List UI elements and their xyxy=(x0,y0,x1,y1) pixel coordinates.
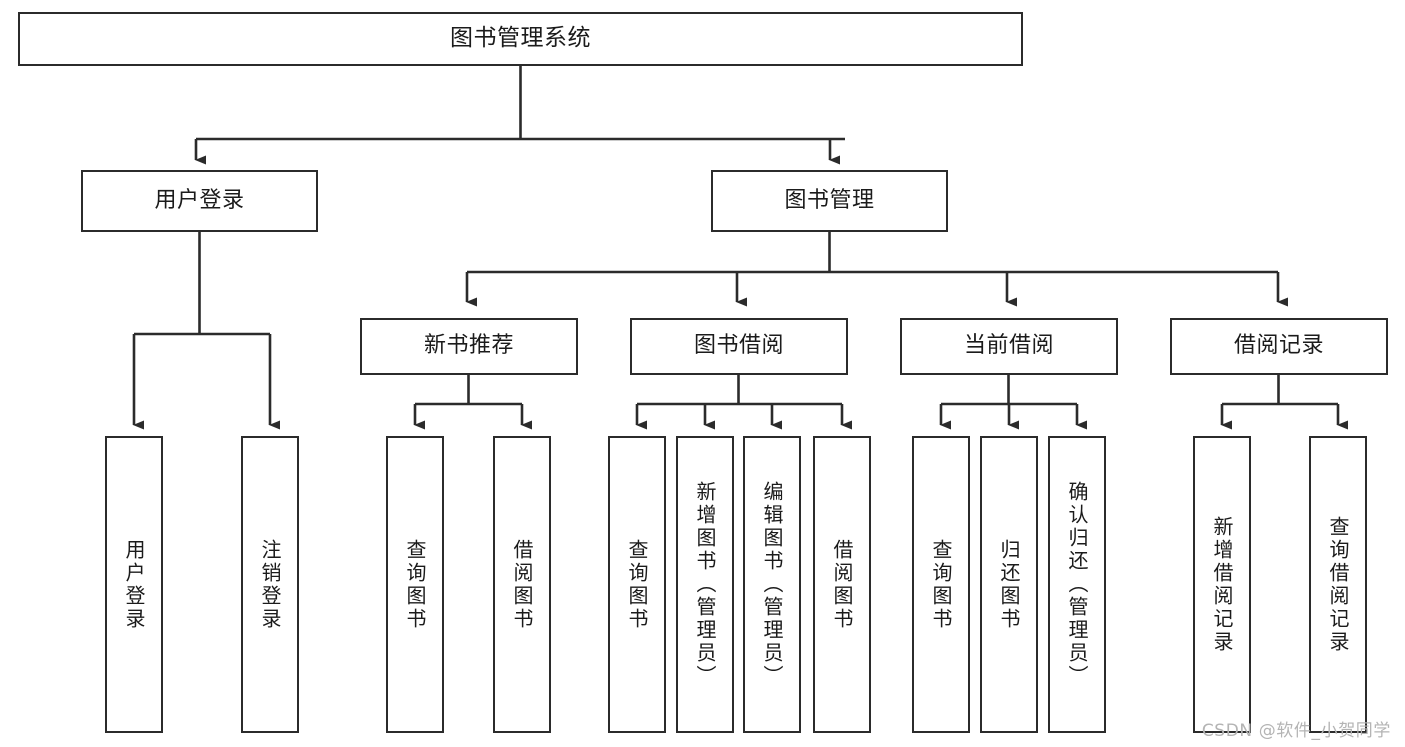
node-leaf-recommend-borrow-book[interactable]: 借阅图书 xyxy=(493,436,551,733)
node-leaf-query-borrow-record[interactable]: 查询借阅记录 xyxy=(1309,436,1367,733)
csdn-watermark: CSDN @软件_小贺同学 xyxy=(1201,721,1391,741)
node-leaf-recommend-borrow-book-label: 借阅图书 xyxy=(510,538,534,631)
node-leaf-recommend-query-book[interactable]: 查询图书 xyxy=(386,436,444,733)
node-borrow-record[interactable]: 借阅记录 xyxy=(1170,318,1388,375)
node-book-borrow-label: 图书借阅 xyxy=(693,333,784,359)
node-leaf-confirm-return-admin-label: 确认归还（管理员） xyxy=(1065,481,1089,688)
node-user-login[interactable]: 用户登录 xyxy=(81,170,318,232)
node-leaf-borrow-lend-book[interactable]: 借阅图书 xyxy=(813,436,871,733)
node-current-borrow[interactable]: 当前借阅 xyxy=(900,318,1118,375)
node-current-borrow-label: 当前借阅 xyxy=(963,333,1054,359)
node-leaf-user-logout-label: 注销登录 xyxy=(258,538,282,631)
node-leaf-current-query-book-label: 查询图书 xyxy=(929,538,953,631)
node-leaf-confirm-return-admin[interactable]: 确认归还（管理员） xyxy=(1048,436,1106,733)
node-leaf-current-query-book[interactable]: 查询图书 xyxy=(912,436,970,733)
node-leaf-add-book-admin[interactable]: 新增图书（管理员） xyxy=(676,436,734,733)
node-new-book-recommend[interactable]: 新书推荐 xyxy=(360,318,578,375)
node-leaf-borrow-query-book-label: 查询图书 xyxy=(625,538,649,631)
node-leaf-recommend-query-book-label: 查询图书 xyxy=(403,538,427,631)
node-leaf-edit-book-admin-label: 编辑图书（管理员） xyxy=(760,481,784,688)
node-leaf-query-borrow-record-label: 查询借阅记录 xyxy=(1326,515,1350,654)
node-root[interactable]: 图书管理系统 xyxy=(18,12,1023,66)
node-leaf-edit-book-admin[interactable]: 编辑图书（管理员） xyxy=(743,436,801,733)
node-leaf-add-borrow-record[interactable]: 新增借阅记录 xyxy=(1193,436,1251,733)
node-borrow-record-label: 借阅记录 xyxy=(1233,333,1324,359)
node-leaf-borrow-query-book[interactable]: 查询图书 xyxy=(608,436,666,733)
node-leaf-return-book[interactable]: 归还图书 xyxy=(980,436,1038,733)
node-new-book-recommend-label: 新书推荐 xyxy=(423,333,514,359)
node-leaf-user-login[interactable]: 用户登录 xyxy=(105,436,163,733)
node-leaf-user-logout[interactable]: 注销登录 xyxy=(241,436,299,733)
node-root-label: 图书管理系统 xyxy=(450,25,591,52)
node-leaf-return-book-label: 归还图书 xyxy=(997,538,1021,631)
node-book-manage[interactable]: 图书管理 xyxy=(711,170,948,232)
node-leaf-add-book-admin-label: 新增图书（管理员） xyxy=(693,481,717,688)
node-user-login-label: 用户登录 xyxy=(154,187,245,213)
node-book-manage-label: 图书管理 xyxy=(784,187,875,213)
node-book-borrow[interactable]: 图书借阅 xyxy=(630,318,848,375)
node-leaf-add-borrow-record-label: 新增借阅记录 xyxy=(1210,515,1234,654)
node-leaf-borrow-lend-book-label: 借阅图书 xyxy=(830,538,854,631)
node-leaf-user-login-label: 用户登录 xyxy=(122,538,146,631)
